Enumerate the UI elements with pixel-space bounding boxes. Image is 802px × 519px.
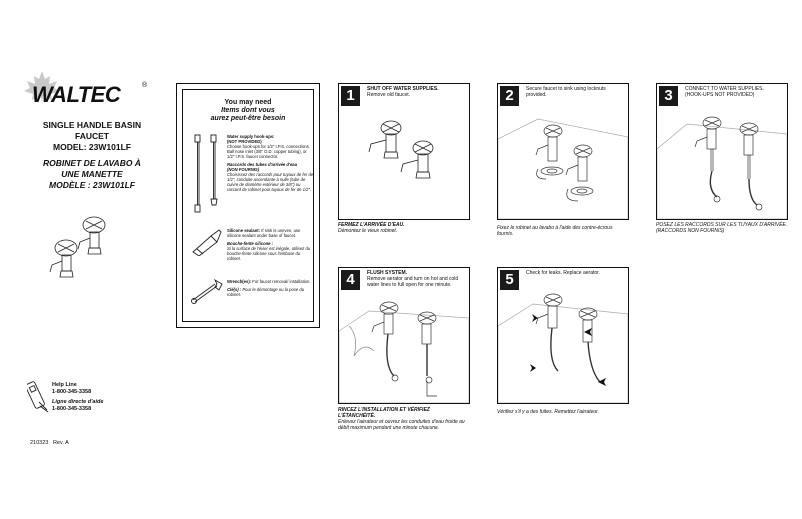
document-number: 210323 Rev. A (30, 440, 69, 446)
step-4-flush-illustration (339, 301, 469, 403)
step-5-fr-text: Vérifiez s'il y a des fuites. Remettez l… (497, 409, 600, 415)
supply-hose-icon (194, 134, 218, 213)
step-4-fr-bold: RINCEZ L'INSTALLATION ET VÉRIFIEZ L'ÉTAN… (338, 407, 430, 419)
phone-icon (27, 381, 49, 413)
step-1-panel: 1 SHUT OFF WATER SUPPLIES. Remove old fa… (338, 83, 470, 220)
title-en-line1: SINGLE HANDLE BASIN (42, 120, 142, 130)
tool-1-en-text: Choose hook-ups for 1/2" I.P.S. connecti… (227, 144, 310, 159)
tool-3-fr-bold: Clé(s) : (227, 287, 242, 292)
step-5-number: 5 (500, 270, 519, 290)
help-phone-en: 1-800-345-3358 (52, 389, 92, 395)
step-1-number: 1 (341, 86, 360, 106)
help-label-en: Help Line (52, 382, 77, 388)
title-fr-model: MODÈLE : 23W101LF (49, 180, 135, 190)
help-phone-fr: 1-800-345-3358 (52, 406, 92, 412)
doc-number: 210323 (30, 440, 49, 446)
tool-1-fr-text: Choisissez des raccords pour tuyaux de f… (227, 172, 314, 192)
silicone-tube-icon (192, 229, 222, 256)
step-4-text-fr: RINCEZ L'INSTALLATION ET VÉRIFIEZ L'ÉTAN… (338, 407, 468, 431)
brand-name: WALTEC (32, 82, 121, 107)
tools-title-en: You may need (224, 99, 272, 106)
brand-logo: WALTEC ® (18, 70, 148, 114)
step-2-fr-text: Fixez le robinet au lavabo à l'aide des … (497, 225, 613, 237)
tool-2-en-text: If sink is uneven, use silicone sealant … (227, 228, 301, 238)
tool-item-supply-hookups: Water supply hook-ups: (NOT PROVIDED) Ch… (227, 134, 315, 192)
step-4-fr-text: Enlevez l'aérateur et ouvrez les conduit… (338, 419, 465, 431)
tool-1-en-bold: Water supply hook-ups: (227, 134, 275, 139)
title-fr-line1: ROBINET DE LAVABO À (43, 158, 141, 168)
tools-title-fr-2: aurez peut-être besoin (210, 115, 286, 122)
step-1-text-en: SHUT OFF WATER SUPPLIES. Remove old fauc… (367, 86, 465, 98)
tools-title-fr-1: Items dont vous (221, 107, 275, 114)
step-5-text-en: Check for leaks. Replace aerator. (526, 270, 624, 276)
step-1-fr-bold: FERMEZ L'ARRIVÉE D'EAU. (338, 222, 405, 228)
step-2-locknut-illustration (498, 118, 628, 219)
step-5-leak-check-illustration (498, 293, 628, 403)
step-1-text-fr: FERMEZ L'ARRIVÉE D'EAU. Démontez le vieu… (338, 222, 468, 234)
step-3-fr-text: POSEZ LES RACCORDS SUR LES TUYAUX D'ARRI… (656, 222, 788, 234)
step-3-text-en: CONNECT TO WATER SUPPLIES. (HOOK-UPS NOT… (685, 86, 783, 98)
step-4-panel: 4 FLUSH SYSTEM. Remove aerator and turn … (338, 267, 470, 404)
doc-revision: Rev. A (52, 440, 69, 446)
tool-item-silicone: Silicone sealant: If sink is uneven, use… (227, 228, 315, 261)
tools-needed-panel: You may need Items dont vous aurez peut-… (176, 83, 320, 328)
step-4-en-text: Remove aerator and turn on hot and cold … (367, 276, 459, 288)
faucet-product-illustration (49, 216, 106, 278)
product-title-en: SINGLE HANDLE BASIN FAUCET MODEL: 23W101… (32, 120, 152, 153)
step-5-panel: 5 Check for leaks. Replace aerator. (497, 267, 629, 404)
title-en-model: MODEL: 23W101LF (53, 142, 131, 152)
step-1-en-text: Remove old faucet. (367, 92, 411, 98)
step-5-en-text: Check for leaks. Replace aerator. (526, 270, 600, 276)
tool-3-en-bold: Wrench(es): (227, 279, 252, 284)
step-3-en-text: CONNECT TO WATER SUPPLIES. (HOOK-UPS NOT… (685, 86, 764, 98)
title-fr-line2: UNE MANETTE (61, 169, 123, 179)
step-3-supply-connection-illustration (657, 116, 787, 219)
tool-3-fr-text: Pour le démontage ou la pose du robinet. (227, 287, 305, 297)
tools-needed-inner: You may need Items dont vous aurez peut-… (182, 89, 314, 322)
step-4-en-bold: FLUSH SYSTEM. (367, 270, 408, 276)
tool-2-en-bold: Silicone sealant: (227, 228, 261, 233)
title-en-line2: FAUCET (75, 131, 109, 141)
tool-item-wrench: Wrench(es): For faucet removal/ installa… (227, 279, 315, 297)
step-3-text-fr: POSEZ LES RACCORDS SUR LES TUYAUX D'ARRI… (656, 222, 791, 234)
step-4-number: 4 (341, 270, 360, 290)
step-1-en-bold: SHUT OFF WATER SUPPLIES. (367, 86, 439, 92)
step-2-text-fr: Fixez le robinet au lavabo à l'aide des … (497, 225, 627, 237)
step-3-panel: 3 CONNECT TO WATER SUPPLIES. (HOOK-UPS N… (656, 83, 788, 220)
brand-reg-mark: ® (142, 82, 148, 89)
tool-2-fr-text: Si la surface de l'évier est inégale, ut… (227, 246, 311, 261)
tool-3-en-text: For faucet removal/ installation. (252, 279, 311, 284)
tool-2-fr-bold: Bouche-fente silicone : (227, 241, 274, 246)
tools-needed-heading: You may need Items dont vous aurez peut-… (183, 99, 313, 123)
step-2-text-en: Secure faucet to sink using locknuts pro… (526, 86, 624, 98)
product-title-fr: ROBINET DE LAVABO À UNE MANETTE MODÈLE :… (32, 158, 152, 191)
step-5-text-fr: Vérifiez s'il y a des fuites. Remettez l… (497, 409, 627, 415)
maple-leaf-icon (24, 71, 60, 103)
step-1-old-faucet-illustration (368, 120, 434, 179)
step-2-en-text: Secure faucet to sink using locknuts pro… (526, 86, 606, 98)
step-2-panel: 2 Secure faucet to sink using locknuts p… (497, 83, 629, 220)
wrench-icon (191, 278, 223, 304)
help-label-fr: Ligne directe d'aide (52, 399, 104, 405)
help-line: Help Line 1-800-345-3358 Ligne directe d… (52, 382, 103, 413)
step-3-number: 3 (659, 86, 678, 106)
step-1-fr-text: Démontez le vieux robinet. (338, 228, 398, 234)
step-4-text-en: FLUSH SYSTEM. Remove aerator and turn on… (367, 270, 465, 288)
tool-1-en-bold2: (NOT PROVIDED) (227, 139, 262, 144)
tool-1-fr-bold: Raccords des tubes d'arrivée d'eau (227, 162, 298, 167)
tool-1-fr-bold2: (NON FOURNIS) (227, 167, 260, 172)
step-2-number: 2 (500, 86, 519, 106)
